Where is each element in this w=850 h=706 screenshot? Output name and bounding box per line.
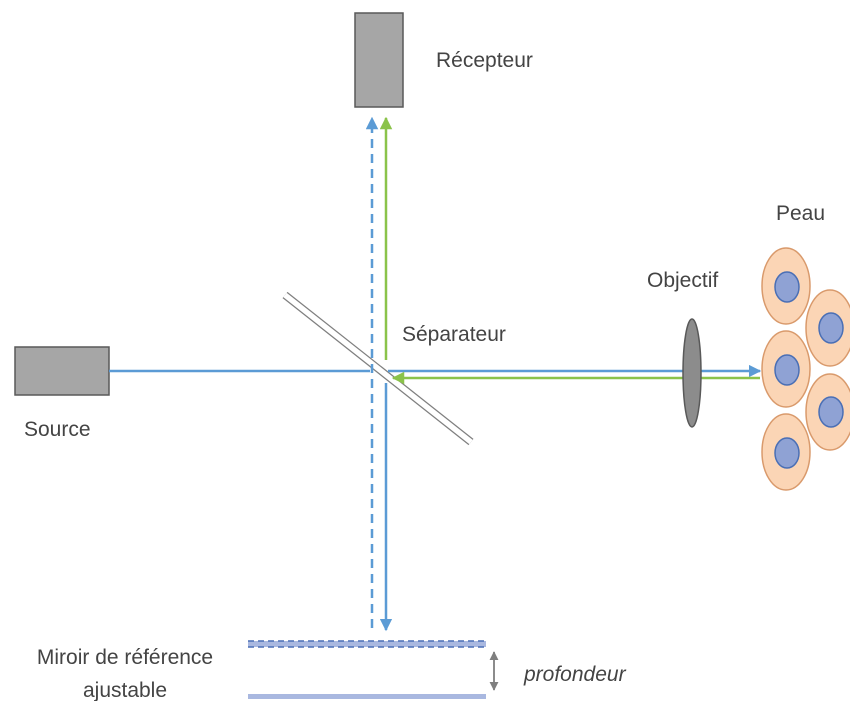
skin-cell <box>805 289 850 367</box>
skin-cell <box>761 413 811 491</box>
splitter-label: Séparateur <box>402 323 506 346</box>
skin-cell <box>761 247 811 325</box>
mirror-near-position <box>248 641 486 647</box>
source-box <box>14 346 110 396</box>
source-label: Source <box>24 418 91 441</box>
mirror-label-line2: ajustable <box>83 679 167 701</box>
skin-label: Peau <box>776 202 825 225</box>
depth-label: profondeur <box>523 663 627 686</box>
skin-cells <box>761 247 850 491</box>
receiver-label: Récepteur <box>436 49 533 72</box>
mirror-far-position <box>248 694 486 699</box>
objective-lens <box>682 318 702 428</box>
receiver-box <box>354 12 404 108</box>
reference-mirror <box>248 640 486 699</box>
splitter-plate <box>283 292 473 445</box>
mirror-label-line1: Miroir de référence <box>37 646 213 669</box>
objective-label: Objectif <box>647 269 718 292</box>
skin-cell <box>805 373 850 451</box>
skin-cell <box>761 330 811 408</box>
